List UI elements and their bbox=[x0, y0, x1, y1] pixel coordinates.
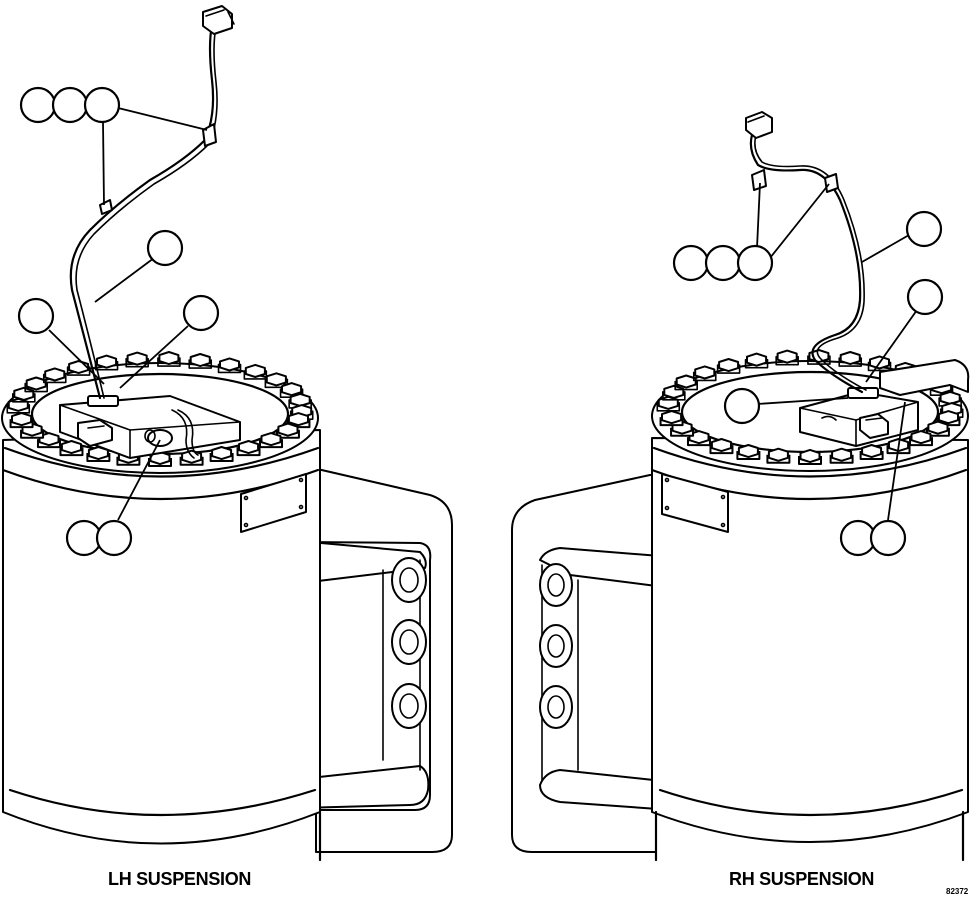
lh-flange-bolt-side bbox=[42, 373, 67, 384]
lh-flange-bolt bbox=[265, 372, 287, 387]
rh-flange-bolt bbox=[746, 352, 768, 367]
figure-number: 82372 bbox=[946, 887, 969, 896]
rh-flange-bolt bbox=[663, 384, 685, 399]
lh-flange-bolt bbox=[44, 367, 66, 382]
lh-flange-bolt bbox=[126, 351, 148, 366]
rh-flange-bolt-side bbox=[867, 361, 892, 372]
lh-flange-bolt-side bbox=[243, 370, 268, 380]
rh-flange-bolt bbox=[839, 351, 861, 366]
lh-flange-bolt-side bbox=[157, 357, 181, 367]
lh-flange-bolt bbox=[13, 386, 35, 401]
lh-nameplate bbox=[240, 473, 307, 533]
lh-callouts bbox=[17, 86, 220, 557]
rh-flange-bolt bbox=[831, 447, 853, 462]
lh-suspension-assembly bbox=[1, 5, 453, 862]
rh-flange-bolt bbox=[661, 410, 683, 425]
lh-flange-bolt bbox=[277, 422, 299, 437]
lh-flange-bolt bbox=[238, 440, 260, 455]
lh-flange-bolt bbox=[287, 412, 309, 427]
rh-nameplate bbox=[661, 473, 729, 533]
lh-flange-bolt-side bbox=[12, 393, 36, 403]
lh-flange-bolt-side bbox=[24, 382, 48, 393]
rh-flange-bolt-side bbox=[744, 358, 769, 369]
lh-flange-bolt bbox=[219, 357, 240, 372]
rh-flange-bolt bbox=[737, 444, 759, 459]
rh-flange-bolt-side bbox=[838, 357, 863, 367]
rh-flange-bolt bbox=[718, 358, 740, 373]
lh-flange-bolt bbox=[244, 363, 266, 378]
rh-flange-bolt-side bbox=[674, 380, 698, 391]
rh-suspension-caption: RH SUSPENSION bbox=[729, 869, 875, 889]
rh-flange-bolt bbox=[675, 374, 697, 389]
rh-flange-bolt-side bbox=[656, 402, 681, 412]
rh-valve-block bbox=[799, 359, 970, 447]
rh-flange-bolt-side bbox=[775, 355, 799, 366]
lh-flange-bolt bbox=[60, 440, 82, 455]
lh-flange-bolt bbox=[211, 446, 233, 461]
lh-flange-bolt bbox=[158, 351, 180, 366]
lh-flange-bolt-side bbox=[6, 404, 31, 414]
lh-flange-bolt bbox=[96, 354, 118, 369]
lh-flange-bolt-side bbox=[217, 363, 242, 374]
rh-flange-bolt bbox=[861, 444, 883, 459]
lh-flange-bolt-side bbox=[188, 359, 213, 369]
rh-wiring-harness bbox=[745, 111, 867, 394]
lh-flange-bolt bbox=[7, 397, 29, 412]
rh-callouts bbox=[672, 210, 944, 557]
rh-flange-bolt bbox=[939, 390, 961, 405]
lh-flange-bolt bbox=[25, 376, 47, 391]
lh-flange-bolt-side bbox=[264, 378, 289, 389]
rh-flange-bolt bbox=[776, 349, 798, 364]
rh-flange-bolt bbox=[910, 430, 932, 445]
lh-bolt-ring bbox=[6, 351, 314, 467]
rh-flange-bolt-side bbox=[662, 391, 686, 401]
rh-flange-bolt bbox=[710, 438, 732, 453]
rh-flange-bolt-side bbox=[692, 371, 717, 382]
rh-flange-bolt bbox=[767, 447, 789, 462]
rh-suspension-assembly bbox=[511, 111, 970, 862]
rh-flange-bolt-side bbox=[716, 364, 741, 374]
rh-flange-bolt bbox=[694, 365, 716, 380]
lh-suspension-caption: LH SUSPENSION bbox=[108, 869, 252, 889]
lh-flange-bolt bbox=[189, 353, 211, 368]
rh-flange-bolt bbox=[657, 395, 679, 410]
rh-bolt-ring bbox=[656, 349, 964, 465]
lh-valve-block bbox=[59, 395, 241, 459]
lh-wiring-harness bbox=[69, 5, 235, 400]
lh-flange-bolt bbox=[68, 360, 90, 375]
lh-flange-bolt bbox=[289, 392, 311, 407]
rh-flange-bolt bbox=[799, 448, 821, 464]
rh-callout-leaders bbox=[756, 182, 918, 521]
rh-flange-bolt bbox=[927, 420, 949, 435]
lh-flange-bolt bbox=[11, 412, 33, 427]
lh-flange-bolt bbox=[281, 382, 303, 397]
lh-callout-leaders bbox=[48, 107, 208, 521]
lh-flange-bolt bbox=[260, 432, 282, 447]
rh-flange-bolt bbox=[937, 410, 959, 425]
